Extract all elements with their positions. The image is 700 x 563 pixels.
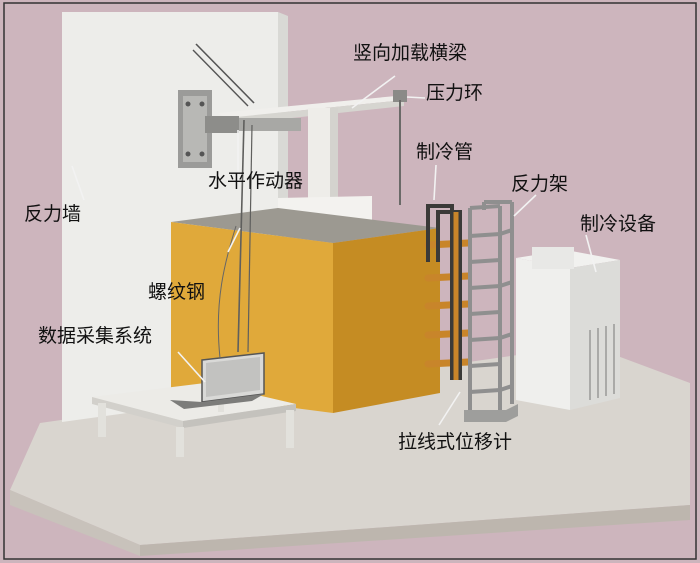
loading-beam — [218, 96, 404, 118]
label-data-acquisition-system: 数据采集系统 — [38, 325, 153, 347]
figure-border — [3, 2, 697, 560]
label-threaded-steel: 螺纹钢 — [148, 281, 206, 303]
soil-box-top — [171, 208, 440, 243]
refrigeration-unit-cap — [532, 247, 574, 269]
label-pressure-ring: 压力环 — [426, 82, 484, 104]
floor-slab-right — [140, 505, 690, 556]
soil-box-side — [333, 228, 440, 413]
threaded-steel-bar — [237, 119, 245, 353]
label-displacement-meter: 拉线式位移计 — [398, 431, 513, 453]
reaction-frame — [468, 200, 514, 412]
refrigeration-unit-front — [516, 258, 570, 410]
label-vertical-loading-beam: 竖向加载横梁 — [353, 42, 468, 64]
data-cable — [217, 225, 237, 359]
label-reaction-frame: 反力架 — [511, 173, 569, 195]
label-reaction-wall: 反力墙 — [24, 203, 82, 225]
laptop-keyboard — [170, 394, 264, 409]
leader-lines — [71, 75, 597, 426]
pressure-ring — [393, 90, 407, 102]
label-refrigeration-equipment: 制冷设备 — [580, 213, 657, 235]
label-horizontal-actuator: 水平作动器 — [208, 170, 304, 192]
crane-cable — [195, 43, 255, 104]
refrigeration-unit-side — [570, 260, 620, 410]
label-refrigeration-pipe: 制冷管 — [416, 141, 474, 163]
floor-slab-front — [10, 490, 140, 556]
reaction-frame-base — [464, 404, 518, 422]
manifold-pipes — [426, 204, 462, 380]
